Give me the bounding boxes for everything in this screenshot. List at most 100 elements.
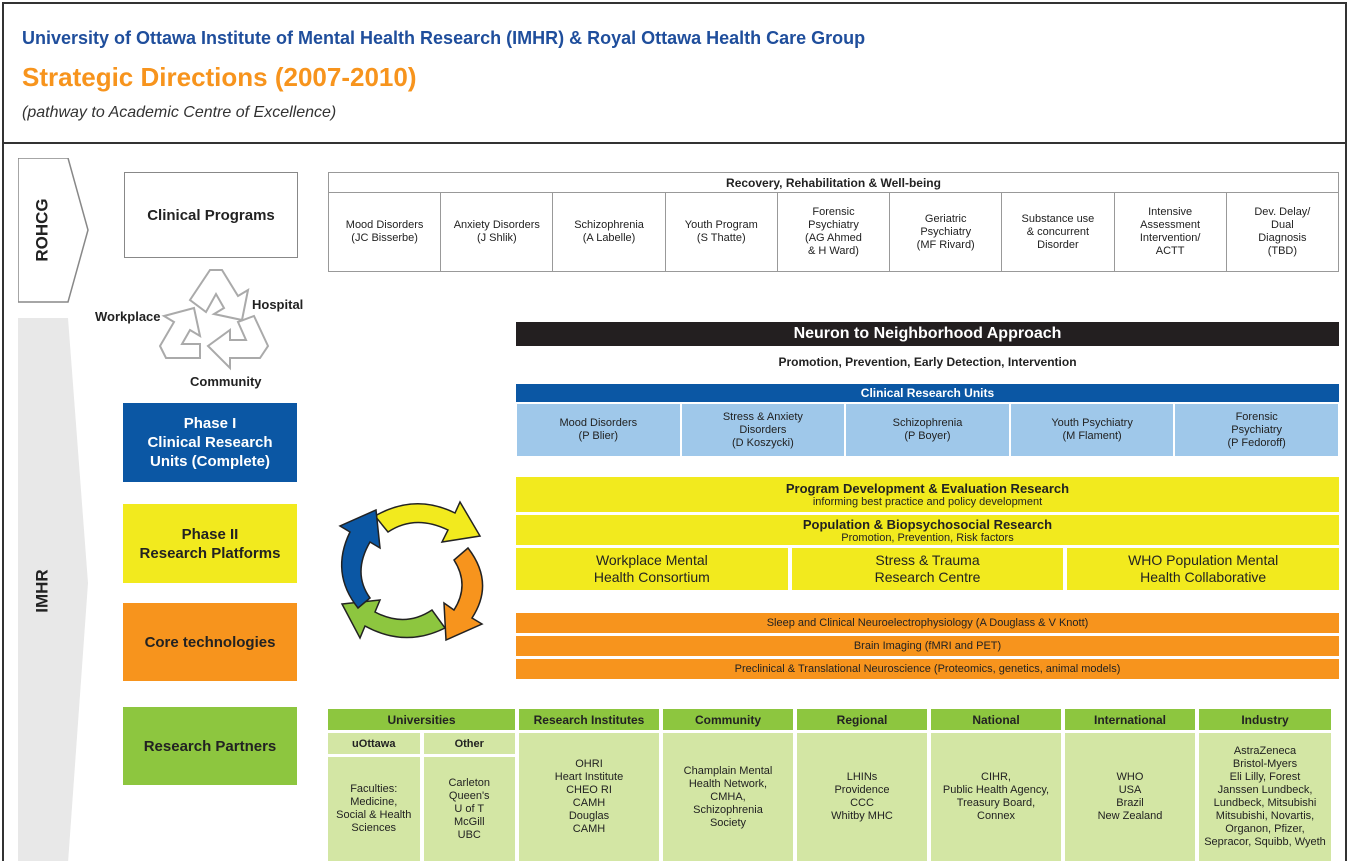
cru-unit-line: Forensic: [1235, 410, 1278, 423]
research-cycle-icon: [338, 500, 484, 642]
partner-item-line: Connex: [977, 810, 1015, 822]
clinical-program-line: Disorder: [1037, 238, 1079, 251]
phase1-box: Phase I Clinical Research Units (Complet…: [123, 403, 297, 482]
clinical-program-line: Assessment: [1140, 219, 1201, 231]
partner-column-header: National: [931, 709, 1061, 730]
clinical-programs-table: Recovery, Rehabilitation & Well-being Mo…: [328, 172, 1339, 272]
uottawa-header: uOttawa: [328, 733, 420, 754]
partner-item-line: Brazil: [1116, 797, 1144, 809]
partner-item-line: OHRI: [575, 758, 603, 770]
clinical-program-line: & concurrent: [1026, 225, 1090, 238]
clinical-program-line: Youth Program: [684, 219, 758, 231]
cru-header: Clinical Research Units: [516, 384, 1339, 402]
clinical-programs-row: Mood Disorders(JC Bisserbe)Anxiety Disor…: [329, 193, 1338, 271]
clinical-program-line: Mood Disorders: [345, 219, 424, 231]
partner-item-line: Eli Lilly, Forest: [1229, 771, 1301, 783]
other-item-line: Carleton: [448, 776, 491, 789]
partner-item-line: Champlain Mental: [683, 764, 773, 777]
cycle-community-label: Community: [190, 374, 262, 389]
partner-item-line: CAMH: [572, 823, 606, 835]
clinical-program-line: Diagnosis: [1258, 232, 1307, 244]
clinical-program-line: Psychiatry: [808, 219, 859, 231]
core-technologies-list: Sleep and Clinical Neuroelectrophysiolog…: [516, 613, 1339, 682]
universities-header: Universities: [328, 709, 515, 730]
partner-item-line: Providence: [834, 784, 890, 796]
phase2-box: Phase II Research Platforms: [123, 504, 297, 583]
uottawa-item-line: Sciences: [351, 822, 397, 834]
platform-line: WHO Population Mental: [1128, 552, 1279, 568]
partner-item-line: LHINs: [846, 771, 878, 783]
core-tech-bar: Brain Imaging (fMRI and PET): [516, 636, 1339, 656]
rohcg-label-wrap: ROHCG: [18, 158, 68, 302]
partner-item-line: AstraZeneca: [1233, 745, 1297, 757]
divider: [2, 142, 1347, 144]
uottawa-column: uOttawa Faculties:Medicine,Social & Heal…: [328, 733, 420, 861]
clinical-program-line: (J Shlik): [476, 232, 517, 244]
partner-item-line: Douglas: [568, 810, 610, 822]
pder-sub: informing best practice and policy devel…: [812, 496, 1043, 508]
pbr-title: Population & Biopsychosocial Research: [802, 516, 1053, 532]
cru-unit-line: (P Boyer): [904, 430, 951, 442]
clinical-program-line: Dev. Delay/: [1254, 206, 1311, 218]
uottawa-item-line: Medicine,: [350, 796, 398, 808]
clinical-programs-box: Clinical Programs: [124, 172, 298, 258]
partner-item-line: CCC: [850, 797, 874, 809]
universities-column: Universities uOttawa Faculties:Medicine,…: [328, 709, 515, 861]
clinical-program-line: (TBD): [1267, 245, 1298, 257]
cycle-hospital-label: Hospital: [252, 297, 304, 312]
other-item-line: Queen's: [448, 789, 490, 802]
clinical-program-cell: Anxiety Disorders(J Shlik): [441, 193, 554, 271]
core-tech-label: Core technologies: [144, 633, 276, 651]
neuron-bar: Neuron to Neighborhood Approach: [516, 322, 1339, 346]
partner-item-line: CHEO RI: [566, 784, 612, 796]
clinical-program-cell: Mood Disorders(JC Bisserbe): [329, 193, 442, 271]
other-item-line: U of T: [454, 802, 485, 815]
page-title: University of Ottawa Institute of Mental…: [22, 28, 866, 48]
clinical-program-line: Geriatric: [924, 212, 967, 225]
partner-item-line: Health Network,: [688, 777, 768, 790]
imhr-label-wrap: IMHR: [18, 318, 68, 861]
other-item-line: UBC: [457, 828, 481, 841]
cru-unit-cell: Mood Disorders(P Blier): [516, 403, 681, 457]
clinical-program-line: ACTT: [1155, 245, 1185, 257]
partner-item-line: CAMH: [572, 797, 606, 809]
core-tech-bar: Preclinical & Translational Neuroscience…: [516, 659, 1339, 679]
platform-line: Health Collaborative: [1140, 569, 1267, 585]
neuron-sub: Promotion, Prevention, Early Detection, …: [778, 355, 1077, 369]
partner-item-line: WHO: [1116, 771, 1144, 783]
partner-column-header: Industry: [1199, 709, 1331, 730]
phase1-line2: Clinical Research: [147, 434, 273, 451]
partners-row: Universities uOttawa Faculties:Medicine,…: [328, 709, 1339, 861]
partner-column-header: International: [1065, 709, 1195, 730]
page-subtitle: Strategic Directions (2007-2010): [22, 62, 417, 92]
imhr-arrow-shape: [18, 318, 88, 861]
core-tech-bar: Sleep and Clinical Neuroelectrophysiolog…: [516, 613, 1339, 633]
pder-box: Program Development & Evaluation Researc…: [516, 477, 1339, 512]
cru-unit-line: Psychiatry: [1231, 423, 1283, 436]
clinical-program-line: (MF Rivard): [916, 238, 975, 251]
partner-item-line: Mitsubishi, Novartis,: [1215, 810, 1315, 822]
cru-unit-cell: Schizophrenia(P Boyer): [845, 403, 1010, 457]
rohcg-label: ROHCG: [33, 198, 52, 262]
cru-unit-line: Mood Disorders: [559, 417, 638, 429]
clinical-program-line: (S Thatte): [696, 232, 746, 244]
platform-line: Stress & Trauma: [875, 552, 980, 568]
partner-item-line: New Zealand: [1097, 810, 1163, 822]
clinical-program-cell: Schizophrenia(A Labelle): [553, 193, 666, 271]
partner-item-line: Heart Institute: [554, 771, 624, 783]
partner-item-line: Schizophrenia: [693, 803, 763, 816]
other-header: Other: [423, 733, 515, 754]
